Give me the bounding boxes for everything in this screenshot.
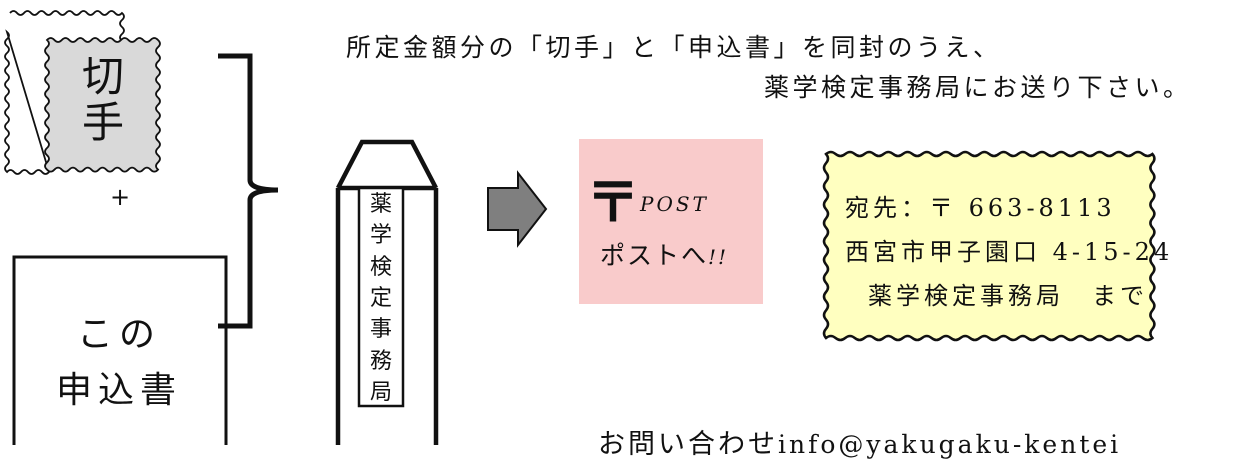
envelope-char: 薬	[369, 192, 392, 217]
drawing-layer	[4, 10, 1156, 445]
envelope-char: 務	[369, 348, 392, 374]
envelope-addressee: 薬 学 検 定 事 務 局	[362, 194, 400, 404]
address-line3: 薬学検定事務局 まで	[868, 282, 1148, 310]
stamp-back-outline	[4, 10, 125, 175]
envelope-char: 定	[369, 285, 392, 311]
application-form-outline	[12, 255, 228, 445]
address-number: 4-15-24	[1052, 238, 1174, 266]
envelope-char: 局	[369, 379, 392, 405]
address-line1: 宛先：〒 663-8113	[845, 188, 1116, 223]
arrow-right-icon	[487, 170, 548, 248]
post-go-text: ポストへ!!	[600, 236, 728, 272]
postal-code: 663-8113	[968, 194, 1116, 222]
application-form-label: この 申込書	[14, 307, 224, 419]
instruction-line2: 薬学検定事務局にお送り下さい。	[764, 73, 1192, 102]
stamp-char: 手	[81, 98, 124, 147]
form-label-line1: この	[76, 314, 161, 355]
form-label-line2: 申込書	[55, 370, 182, 411]
stamp-label: 切 手	[48, 30, 158, 170]
stamp-char: 切	[81, 52, 124, 101]
envelope-char: 検	[369, 254, 392, 280]
plus-sign: +	[109, 183, 131, 211]
address-label: 宛先：〒	[845, 194, 957, 222]
stamp-front-outline	[44, 37, 161, 173]
envelope-label-frame	[357, 186, 405, 408]
address-city: 西宮市甲子園口	[845, 238, 1041, 266]
post-box	[579, 139, 763, 304]
envelope-char: 事	[369, 317, 392, 343]
post-go-label: ポストへ	[600, 241, 709, 270]
instruction-line1: 所定金額分の「切手」と「申込書」を同封のうえ、	[346, 33, 1002, 62]
envelope-char: 学	[369, 223, 392, 249]
postal-mark-icon: 〒	[586, 171, 640, 234]
address-line2: 西宮市甲子園口 4-15-24	[845, 232, 1173, 267]
post-word: POST	[640, 192, 709, 216]
contact-line: お問い合わせinfo@yakugaku-kentei	[598, 422, 1121, 461]
address-box-outline	[822, 150, 1156, 342]
post-go-exclaim: !!	[708, 245, 729, 269]
curly-brace	[218, 53, 279, 329]
